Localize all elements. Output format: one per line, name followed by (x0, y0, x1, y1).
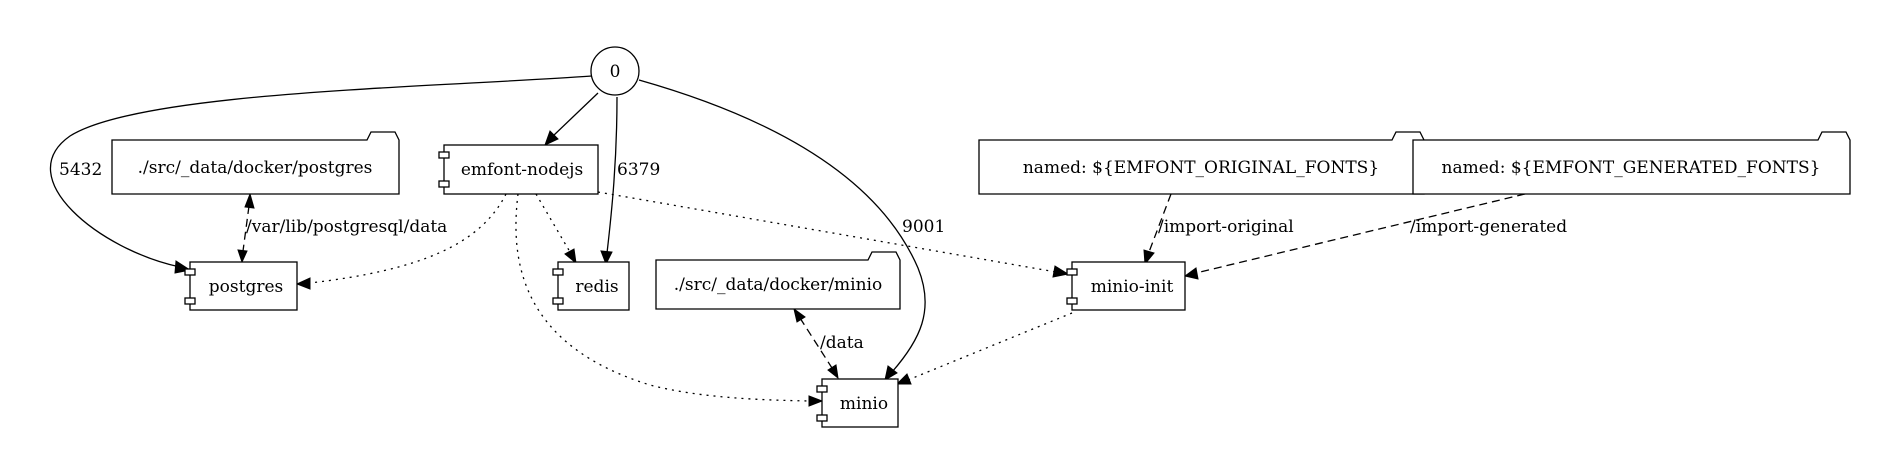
edge-label-import-original: /import-original (1158, 217, 1294, 237)
node-emfont-nodejs: emfont-nodejs (438, 144, 599, 195)
edge-zero-redis (600, 96, 618, 266)
node-original-fonts-volume-label: named: ${EMFONT_ORIGINAL_FONTS} (1023, 158, 1379, 178)
edge-zero-minio (638, 79, 926, 382)
node-redis: redis (552, 261, 630, 311)
edge-label-import-generated: /import-generated (1410, 217, 1567, 237)
edge-generated-fonts-mount (1183, 193, 1526, 280)
node-original-fonts-volume: named: ${EMFONT_ORIGINAL_FONTS} (978, 131, 1425, 195)
node-minio-volume: ./src/_data/docker/minio (655, 251, 901, 310)
edge-emfont-redis (535, 193, 577, 265)
edge-label-mount-postgres: /var/lib/postgresql/data (246, 217, 447, 237)
node-generated-fonts-volume: named: ${EMFONT_GENERATED_FONTS} (1412, 131, 1851, 195)
node-zero: 0 (590, 46, 640, 96)
node-zero-label: 0 (610, 62, 621, 82)
node-postgres-volume: ./src/_data/docker/postgres (111, 131, 400, 195)
node-generated-fonts-volume-label: named: ${EMFONT_GENERATED_FONTS} (1442, 158, 1821, 178)
node-minio-init: minio-init (1066, 261, 1186, 311)
edge-emfont-postgres (295, 193, 507, 290)
node-postgres-label: postgres (209, 277, 283, 297)
node-postgres: postgres (184, 261, 298, 311)
node-redis-label: redis (575, 277, 618, 297)
node-minio-volume-label: ./src/_data/docker/minio (674, 275, 882, 295)
edge-postgres-volume-mount (237, 192, 255, 264)
edge-label-port-minio: 9001 (902, 217, 945, 237)
edge-emfont-minio-init (597, 191, 1070, 278)
edge-label-mount-minio: /data (820, 333, 864, 353)
edge-label-port-postgres: 5432 (59, 160, 102, 180)
node-minio-init-label: minio-init (1091, 277, 1174, 297)
edge-minio-init-minio (895, 312, 1073, 385)
node-minio: minio (816, 378, 899, 428)
node-postgres-volume-label: ./src/_data/docker/postgres (138, 158, 373, 178)
edge-emfont-minio (515, 193, 824, 407)
edge-minio-volume-mount (793, 307, 839, 380)
node-minio-label: minio (840, 394, 888, 414)
node-emfont-nodejs-label: emfont-nodejs (461, 160, 583, 180)
edge-label-port-redis: 6379 (617, 160, 660, 180)
edge-zero-emfont-nodejs (544, 92, 599, 146)
edge-original-fonts-mount (1143, 193, 1172, 266)
